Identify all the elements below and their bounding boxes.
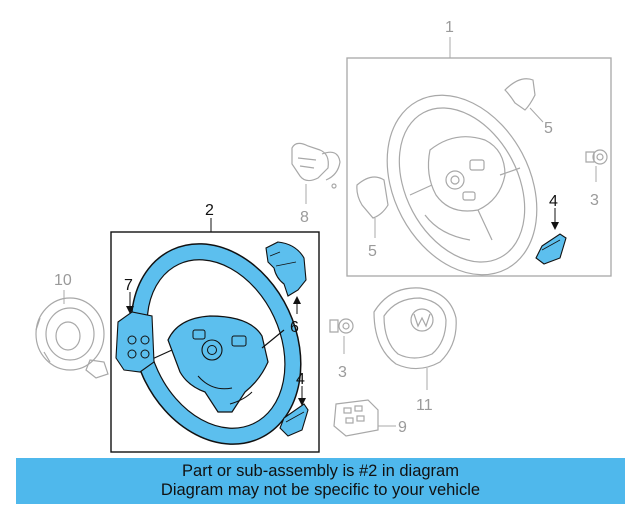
callout-4-lower: 4 (296, 371, 305, 388)
callout-2: 2 (205, 202, 214, 219)
callout-11: 11 (416, 397, 433, 414)
switch-module-9 (333, 399, 396, 437)
callout-5-upper: 5 (544, 120, 553, 137)
switch-panel-7 (115, 292, 155, 373)
callout-7: 7 (124, 277, 133, 294)
airbag-11 (373, 287, 457, 390)
info-banner: Part or sub-assembly is #2 in diagram Di… (16, 458, 625, 504)
banner-line-2: Diagram may not be specific to your vehi… (160, 481, 481, 499)
trim-cover-5-upper (504, 78, 544, 123)
callout-8: 8 (300, 209, 309, 226)
bolt-3-upper (585, 149, 608, 182)
clip-8 (291, 142, 341, 204)
bolt-3-lower (329, 318, 354, 354)
trim-6 (265, 241, 307, 314)
callout-5-lower: 5 (368, 243, 377, 260)
assembly-frame-1 (346, 37, 612, 277)
trim-4-lower (279, 386, 309, 437)
selected-part-frame-2 (110, 218, 320, 453)
callout-9: 9 (398, 419, 407, 436)
callout-3-lower: 3 (338, 364, 347, 381)
steering-wheel-highlighted (130, 243, 302, 445)
callout-10: 10 (54, 272, 72, 289)
clock-spring-10 (35, 290, 109, 379)
trim-4-upper (535, 208, 567, 265)
steering-wheel-ghost (386, 94, 538, 276)
callout-3-upper: 3 (590, 192, 599, 209)
callout-4-upper: 4 (549, 193, 558, 210)
banner-line-1: Part or sub-assembly is #2 in diagram (182, 462, 459, 480)
callout-6: 6 (290, 319, 299, 336)
trim-cover-5-lower (356, 176, 389, 238)
callout-1: 1 (445, 19, 454, 36)
